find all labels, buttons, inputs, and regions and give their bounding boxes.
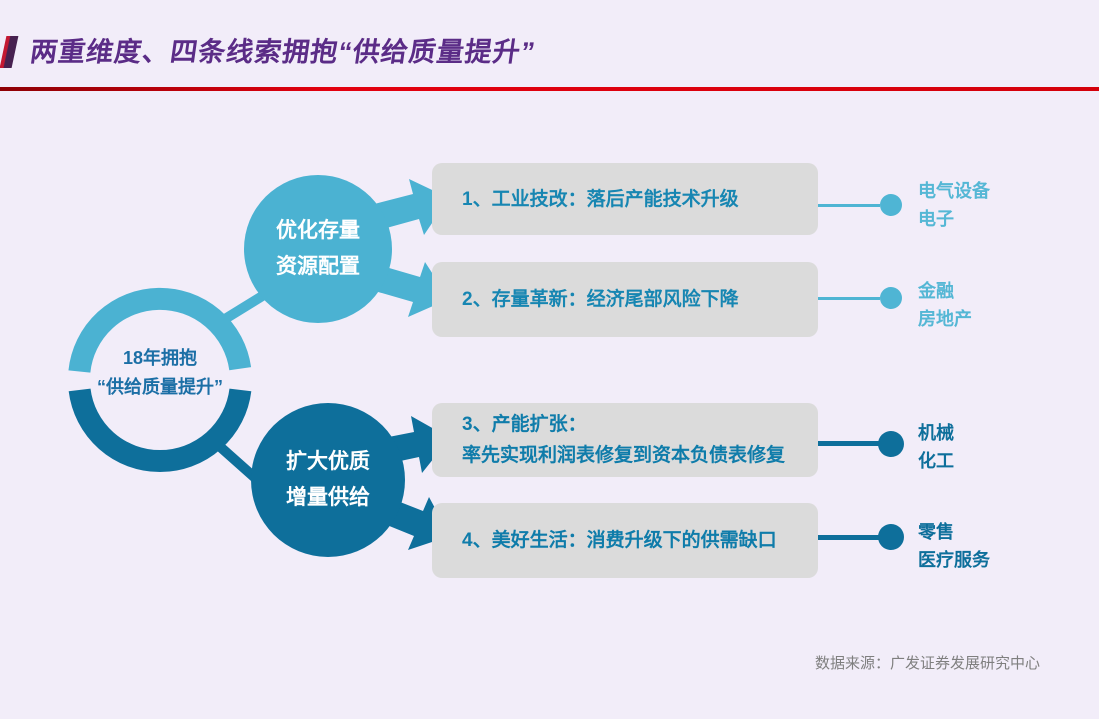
industry-connector-line-2	[818, 297, 880, 300]
industry-label: 电子	[918, 209, 954, 229]
industry-label: 医疗服务	[918, 550, 990, 570]
clue-1-text: 1、工业技改：落后产能技术升级	[462, 188, 739, 210]
industry-label: 电气设备	[918, 181, 990, 201]
industry-labels-4: 零售 医疗服务	[918, 518, 990, 574]
hub-label: 18年拥抱 “供给质量提升”	[70, 344, 250, 402]
industry-dot-1	[880, 194, 902, 216]
dimension-2-line1: 扩大优质	[286, 450, 370, 473]
dimension-label-1: 优化存量 资源配置	[238, 213, 398, 285]
title-rule	[0, 87, 1099, 91]
industry-label: 房地产	[918, 309, 972, 329]
industry-label: 化工	[918, 451, 954, 471]
industry-label: 机械	[918, 423, 954, 443]
industry-label: 零售	[918, 522, 954, 542]
clue-box-4: 4、美好生活：消费升级下的供需缺口	[432, 503, 818, 578]
clue-box-1: 1、工业技改：落后产能技术升级	[432, 163, 818, 235]
industry-labels-2: 金融 房地产	[918, 277, 972, 333]
dimension-2-line2: 增量供给	[286, 486, 370, 509]
industry-dot-3	[878, 431, 904, 457]
dimension-circle-2	[251, 403, 405, 557]
clue-3-text-line2: 率先实现利润表修复到资本负债表修复	[462, 445, 786, 466]
hub-label-line2: “供给质量提升”	[97, 377, 223, 397]
hub-ring-top-arc	[68, 287, 252, 373]
clue-box-3: 3、产能扩张： 率先实现利润表修复到资本负债表修复	[432, 403, 818, 477]
industry-connector-line-1	[818, 204, 880, 207]
industry-dot-2	[880, 287, 902, 309]
industry-connector-line-3	[818, 441, 880, 446]
industry-label: 金融	[918, 281, 954, 301]
clue-3-text: 3、产能扩张：	[462, 414, 587, 435]
hub-ring-bottom-arc	[68, 388, 252, 473]
industry-labels-3: 机械 化工	[918, 419, 954, 475]
clue-4-text: 4、美好生活：消费升级下的供需缺口	[462, 530, 777, 551]
industry-connector-line-4	[818, 535, 880, 540]
dimension-circle-1	[244, 175, 392, 323]
dimension-1-line2: 资源配置	[276, 255, 360, 278]
source-note: 数据来源：广发证券发展研究中心	[814, 655, 1040, 672]
dimension-1-line1: 优化存量	[276, 219, 360, 242]
dimension-label-2: 扩大优质 增量供给	[248, 444, 408, 516]
industry-labels-1: 电气设备 电子	[918, 177, 990, 233]
clue-box-2: 2、存量革新：经济尾部风险下降	[432, 262, 818, 337]
industry-dot-4	[878, 524, 904, 550]
clue-2-text: 2、存量革新：经济尾部风险下降	[462, 289, 739, 310]
hub-label-line1: 18年拥抱	[122, 348, 198, 368]
